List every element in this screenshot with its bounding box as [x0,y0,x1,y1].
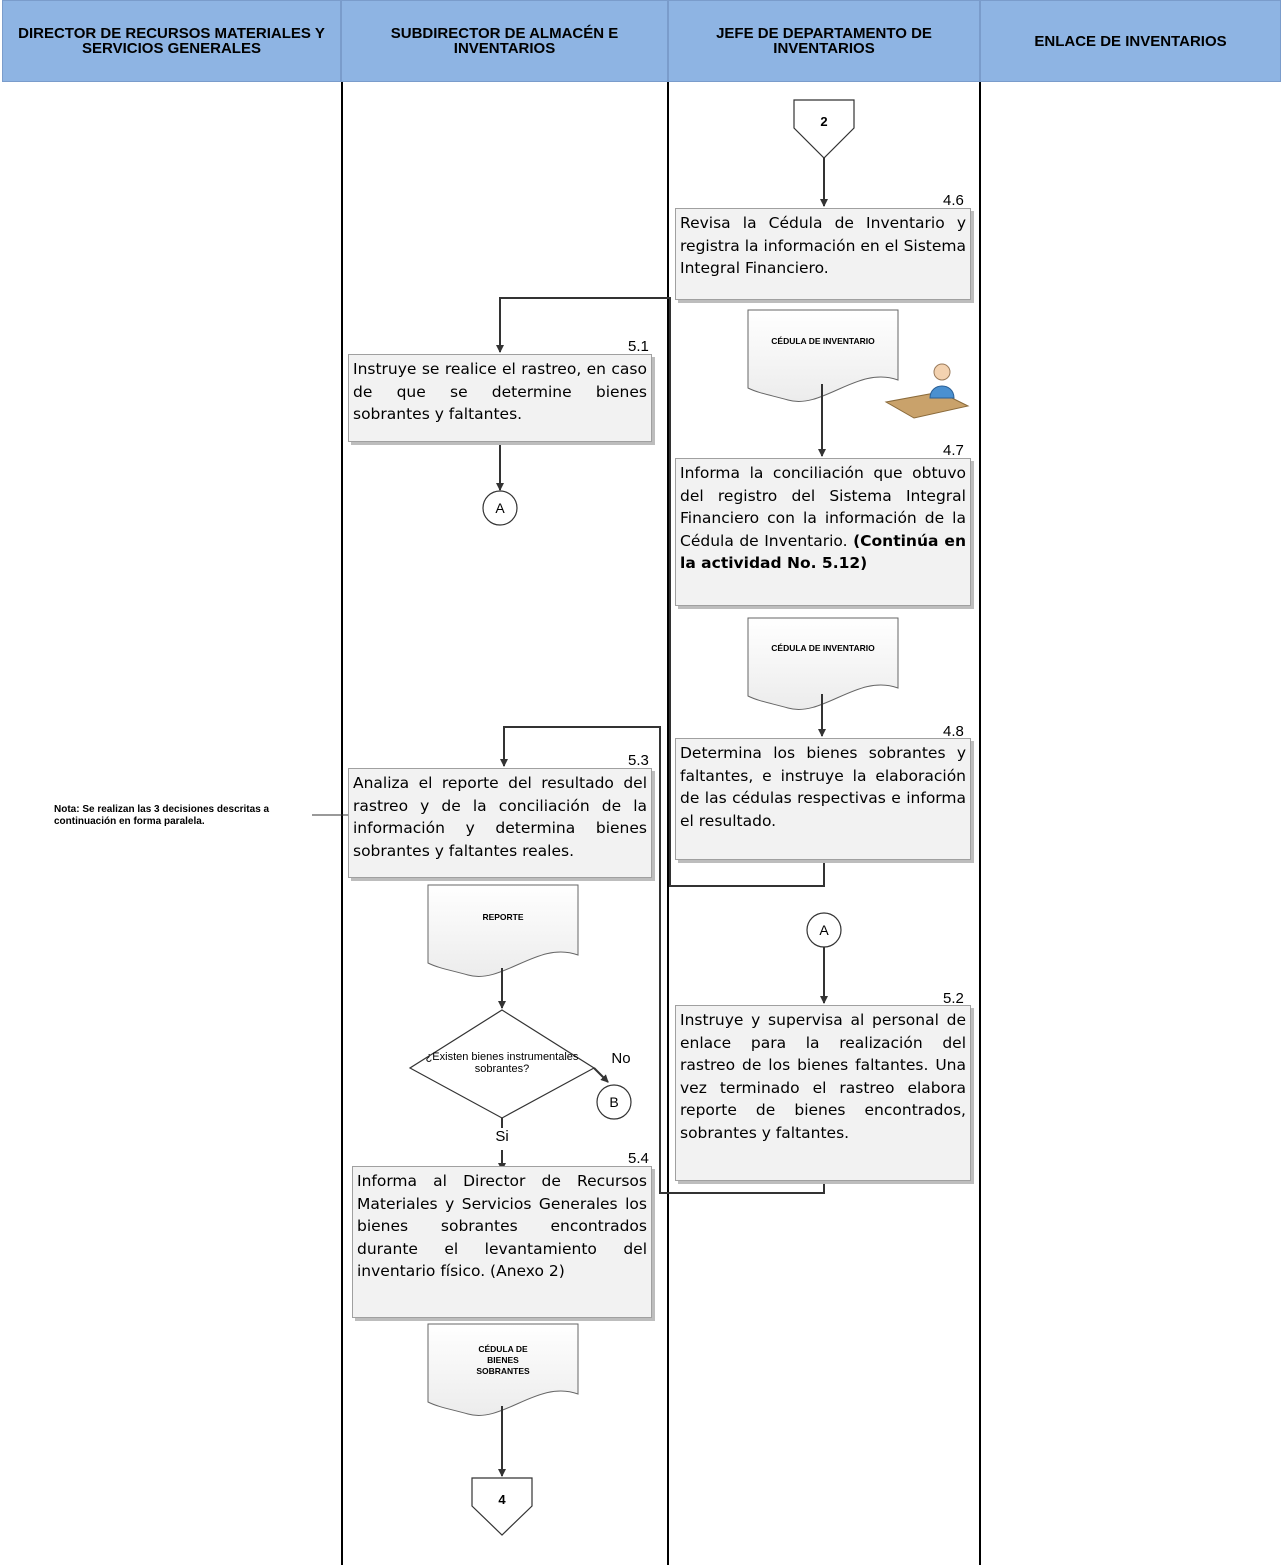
document-cedula-bienes-label: CÉDULA DE BIENES SOBRANTES [476,1344,530,1376]
step-4.7-text: Informa la conciliación que obtuvo del r… [680,464,966,550]
line-5.2-to-5.3 [500,726,825,1194]
offpage-connector-2 [793,99,855,159]
step-5.3-box: Analiza el reporte del resultado del ras… [348,768,652,878]
lane-divider-1 [341,82,343,1565]
step-5.1-box: Instruye se realice el rastreo, en caso … [348,354,652,442]
connector-4-label: 4 [498,1492,506,1507]
document-reporte-label: REPORTE [482,912,524,922]
step-4.6-box: Revisa la Cédula de Inventario y registr… [675,208,971,300]
step-4.7-box: Informa la conciliación que obtuvo del r… [675,458,971,606]
document-1-label: CÉDULA DE INVENTARIO [771,336,875,346]
decision-question: ¿Existen bienes instrumentales sobrantes… [425,1051,579,1075]
document-cedula-inventario-1 [747,309,899,402]
arrow-no-to-B [593,1067,609,1083]
line-4.8-to-5.1 [496,297,825,887]
step-5.2-box: Instruye y supervisa al personal de enla… [675,1005,971,1181]
document-cedula-inventario-2 [747,617,899,710]
step-4.8-number: 4.8 [943,723,964,740]
step-4.8-box: Determina los bienes sobrantes y faltant… [675,738,971,860]
lane-divider-3 [979,82,981,1565]
step-4.7-number: 4.7 [943,442,964,459]
connector-B [596,1084,632,1120]
step-5.3-number: 5.3 [628,752,649,769]
parallel-note: Nota: Se realizan las 3 decisiones descr… [54,804,270,827]
document-reporte [427,884,579,977]
header-enlace: ENLACE DE INVENTARIOS [980,0,1281,82]
decision-si-label: Si [495,1128,509,1145]
step-5.4-number: 5.4 [628,1150,649,1167]
step-5.4-box: Informa al Director de Recursos Material… [352,1166,652,1318]
connector-B-label: B [609,1094,619,1110]
connector-A-left-label: A [495,500,505,516]
decision-no-label: No [611,1050,631,1067]
lane-divider-2 [667,82,669,1565]
document-2-label: CÉDULA DE INVENTARIO [771,643,875,653]
connector-A-left [482,490,518,526]
step-5.1-number: 5.1 [628,338,649,355]
header-jefe-departamento: JEFE DE DEPARTAMENTO DE INVENTARIOS [668,0,980,82]
header-director: DIRECTOR DE RECURSOS MATERIALES Y SERVIC… [2,0,341,82]
step-4.6-number: 4.6 [943,192,964,209]
offpage-connector-4 [471,1477,533,1536]
step-5.2-number: 5.2 [943,990,964,1007]
document-cedula-bienes-sobrantes [427,1323,579,1416]
connector-A-right-label: A [819,922,829,938]
header-subdirector: SUBDIRECTOR DE ALMACÉN E INVENTARIOS [341,0,668,82]
step-4.7-continuation: (Continúa en la actividad No. 5.12) [680,531,966,573]
connector-2-label: 2 [820,114,828,129]
